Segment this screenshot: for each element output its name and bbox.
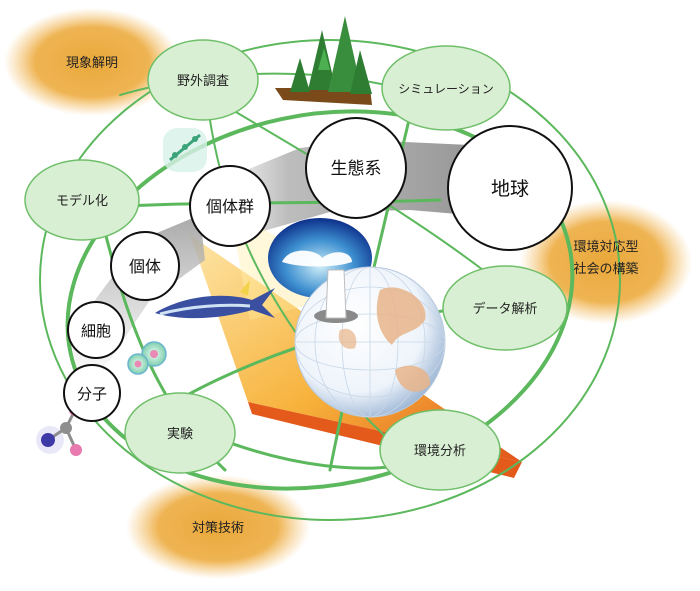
goal-phenomena-label: 現象解明 xyxy=(66,56,118,71)
forest-illustration xyxy=(275,16,372,105)
svg-text:分子: 分子 xyxy=(77,385,107,403)
svg-text:野外調査: 野外調査 xyxy=(177,74,229,89)
scale-node-earth: 地球 xyxy=(447,125,573,251)
method-node-modeling: モデル化 xyxy=(24,159,140,241)
scale-node-ecosystem: 生態系 xyxy=(305,117,407,219)
method-node-data-analysis: データ解析 xyxy=(442,265,568,351)
glow-phenomena xyxy=(4,8,180,116)
goal-society-label-2: 社会の構築 xyxy=(573,261,638,277)
scale-node-molecule: 分子 xyxy=(63,364,121,422)
scale-node-population: 個体群 xyxy=(189,165,271,247)
method-node-env-analysis: 環境分析 xyxy=(379,409,501,491)
svg-text:生態系: 生態系 xyxy=(331,159,382,179)
method-node-experiment: 実験 xyxy=(124,392,236,474)
svg-text:シミュレーション: シミュレーション xyxy=(398,82,494,96)
scale-node-cell: 細胞 xyxy=(67,301,125,359)
goal-society-label-1: 環境対応型 xyxy=(573,240,638,255)
svg-text:データ解析: データ解析 xyxy=(472,301,537,317)
method-node-field: 野外調査 xyxy=(147,39,259,121)
glow-countermeasure xyxy=(126,475,310,579)
cells-illustration xyxy=(127,341,167,375)
scale-node-individual: 個体 xyxy=(110,231,180,301)
svg-text:環境分析: 環境分析 xyxy=(414,444,466,459)
svg-text:地球: 地球 xyxy=(491,178,529,200)
plankton-illustration xyxy=(163,128,207,172)
method-node-simulation: シミュレーション xyxy=(381,45,511,131)
svg-text:個体: 個体 xyxy=(129,257,161,276)
earth-illustration xyxy=(268,218,446,418)
goal-countermeasure-label: 対策技術 xyxy=(192,520,244,536)
svg-text:個体群: 個体群 xyxy=(206,197,254,216)
svg-text:実験: 実験 xyxy=(167,426,193,442)
svg-text:細胞: 細胞 xyxy=(81,322,111,340)
svg-text:モデル化: モデル化 xyxy=(56,193,108,209)
fish-illustration xyxy=(155,280,275,319)
